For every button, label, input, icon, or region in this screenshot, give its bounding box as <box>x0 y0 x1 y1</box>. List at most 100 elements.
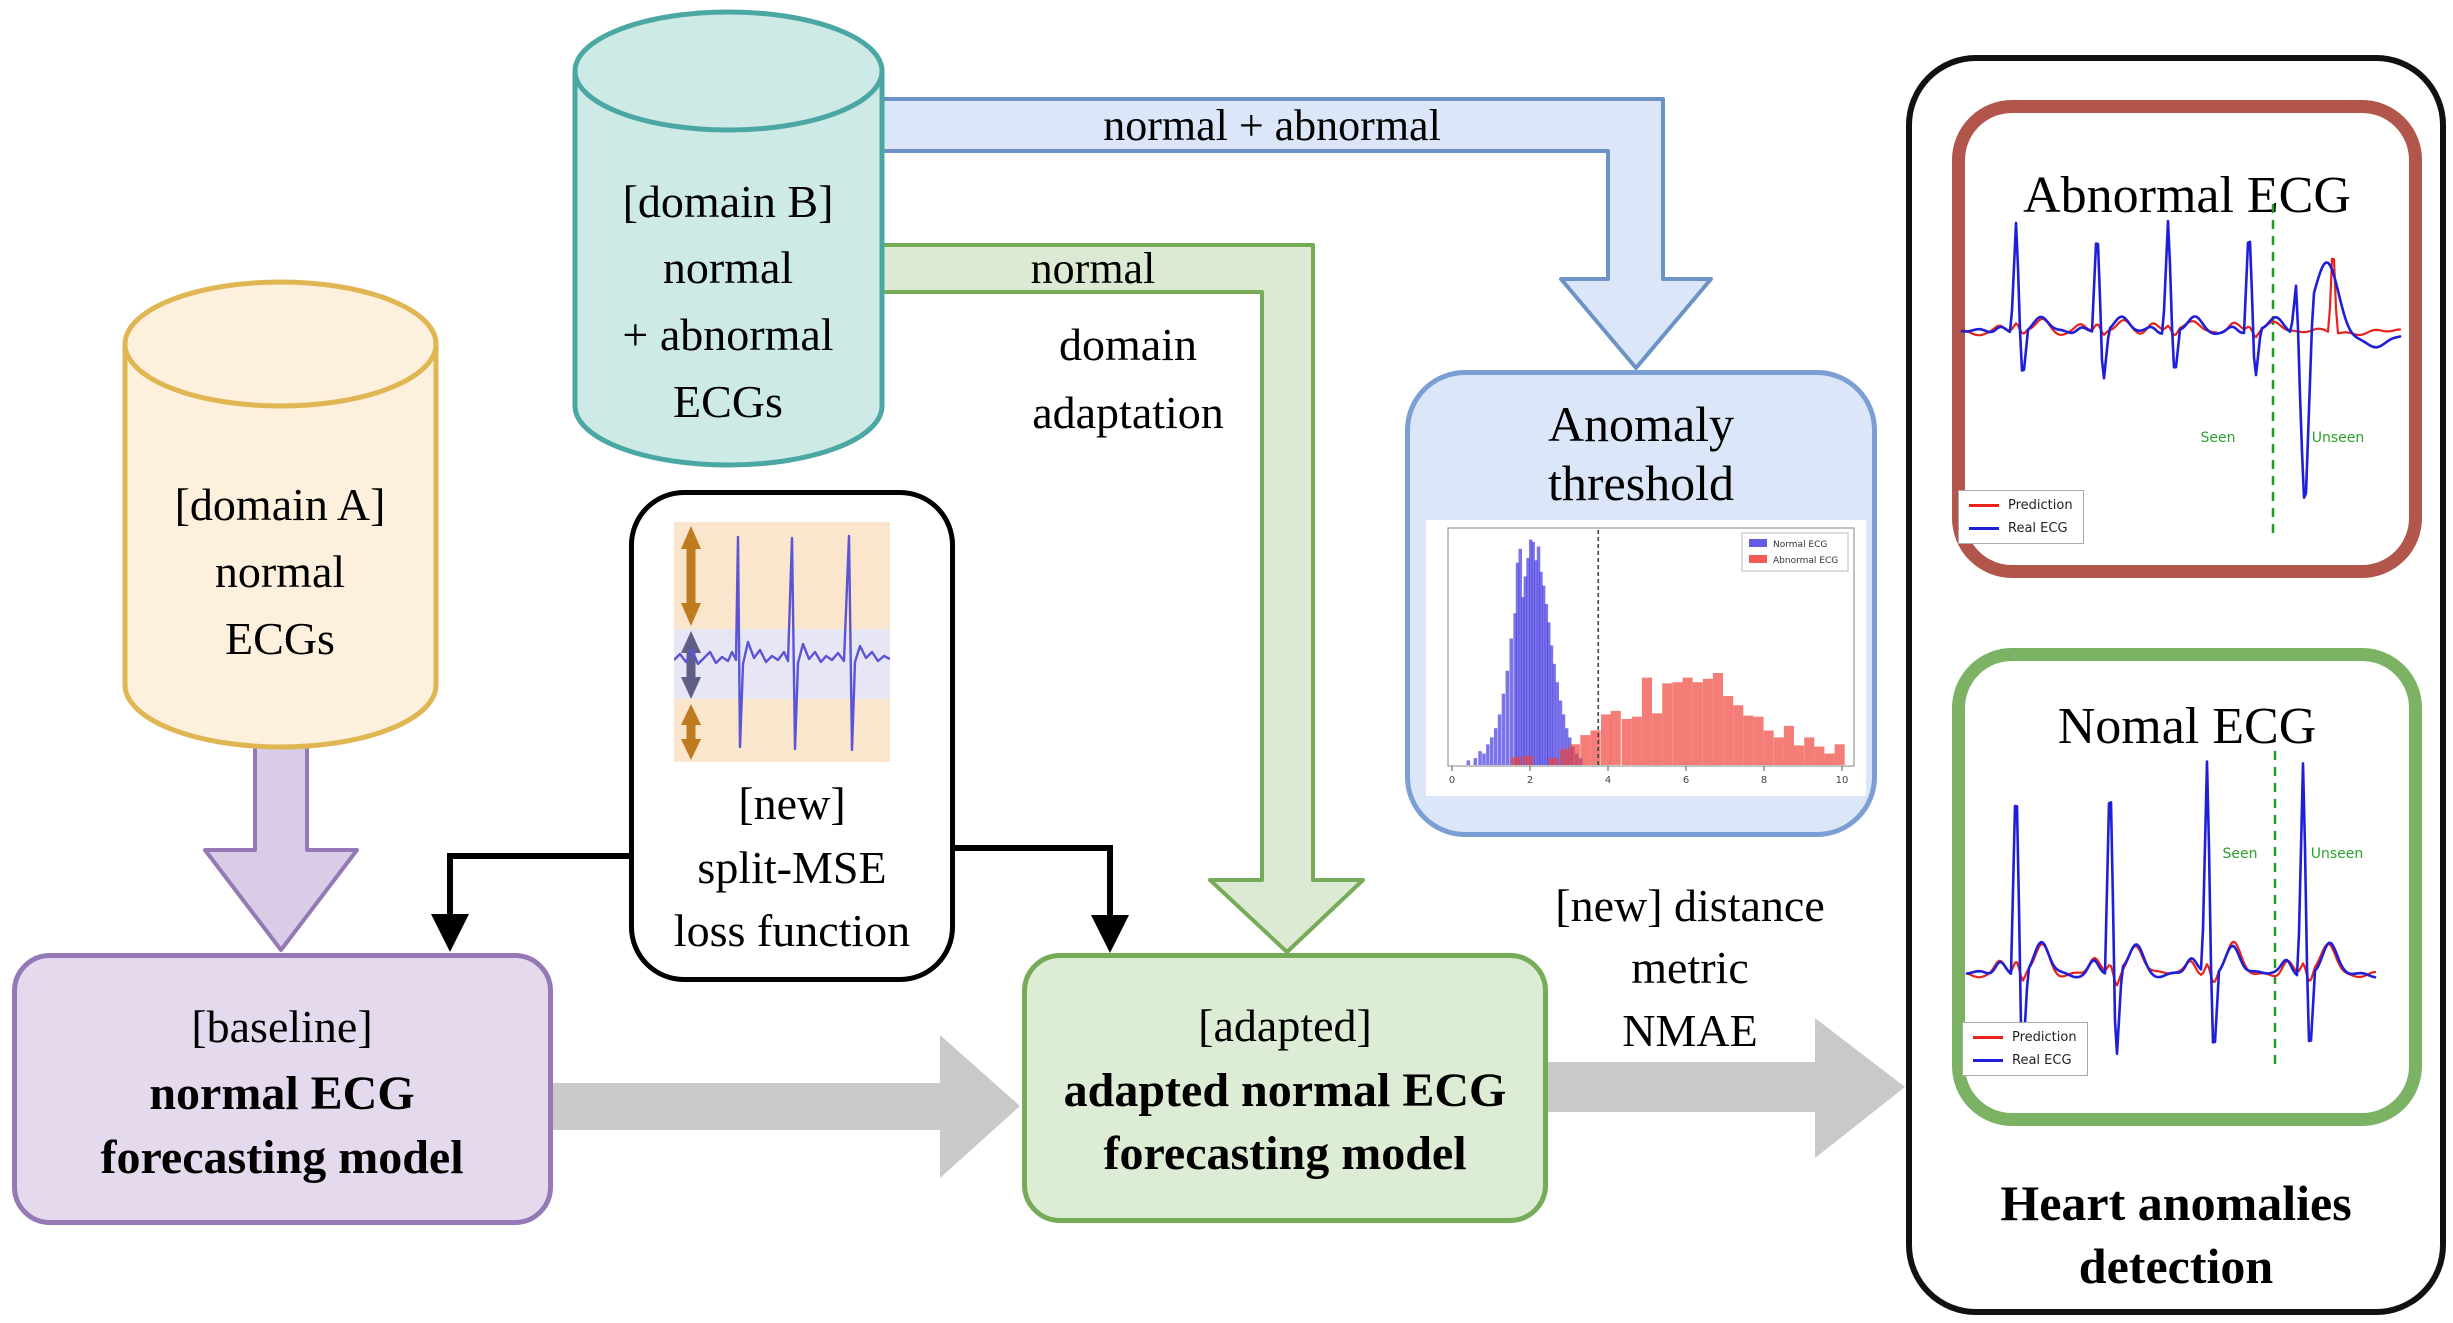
prediction-line-swatch-icon <box>1969 504 1999 507</box>
hist-bar-normal <box>1493 728 1498 765</box>
hist-bar-normal <box>1497 714 1502 765</box>
hist-bar-normal <box>1526 558 1530 765</box>
prediction-trace <box>1960 257 2402 339</box>
hist-x-tick-label: 8 <box>1761 775 1767 786</box>
adapted-title-line2: forecasting model <box>1103 1127 1467 1180</box>
hist-bar-normal <box>1552 663 1556 765</box>
adapted-tag: [adapted] <box>1198 1000 1372 1051</box>
baseline-title-line1: normal ECG <box>149 1067 415 1120</box>
abnormal-panel-title: Abnormal ECG <box>2023 167 2351 224</box>
inset-middle-band <box>674 629 890 699</box>
hist-bar-abnormal <box>1641 677 1652 765</box>
split-mse-left-connector <box>431 853 630 952</box>
hist-legend-box <box>1741 532 1849 572</box>
hist-bar-abnormal <box>1621 719 1632 765</box>
real-ecg-legend-label: Real ECG <box>2008 521 2068 536</box>
hist-bar-abnormal <box>1548 758 1559 765</box>
hist-bar-normal <box>1523 576 1528 765</box>
split-mse-inset-graphic <box>674 522 890 762</box>
label-nmae-line2: metric <box>1631 942 1749 993</box>
normal-ecg-legend: Prediction Real ECG <box>1962 1022 2088 1076</box>
hist-bar-abnormal <box>1773 737 1784 765</box>
hist-bar-abnormal <box>1743 715 1754 765</box>
hist-bar-abnormal <box>1723 696 1734 765</box>
normal-panel-title: Nomal ECG <box>2057 698 2317 755</box>
hist-bar-normal <box>1521 597 1525 765</box>
hist-bar-abnormal <box>1692 682 1703 765</box>
label-nmae-line1: [new] distance <box>1555 880 1825 931</box>
label-nmae-line3: NMAE <box>1622 1005 1758 1056</box>
hist-bar-abnormal <box>1662 683 1673 765</box>
hist-bar-abnormal <box>1590 730 1601 765</box>
hist-bar-abnormal <box>1712 673 1723 765</box>
hist-bar-abnormal <box>1652 713 1663 766</box>
legend-row-prediction: Prediction <box>1969 498 2073 513</box>
real-ecg-line-swatch-icon <box>1969 527 1999 530</box>
green-elbow-arrow <box>880 243 1365 954</box>
domain-b-label-line3: + abnormal <box>622 309 834 360</box>
annotation-seen: Seen <box>2201 430 2236 446</box>
hist-bar-normal <box>1478 751 1482 765</box>
hist-bar-abnormal <box>1569 744 1580 765</box>
real-ecg-trace <box>1960 219 2402 500</box>
hist-bar-normal <box>1509 638 1513 765</box>
hist-bar-abnormal <box>1763 730 1774 765</box>
baseline-tag: [baseline] <box>191 1001 373 1052</box>
gray-arrow-adapted-to-detection <box>1548 1018 1905 1158</box>
hist-bar-normal <box>1486 744 1490 765</box>
hist-bar-normal <box>1518 548 1522 765</box>
purple-down-arrow <box>203 738 359 952</box>
hist-bar-normal <box>1544 604 1549 765</box>
baseline-model-box <box>12 953 553 1225</box>
adapted-title-line1: adapted normal ECG <box>1063 1064 1507 1117</box>
inset-upper-band <box>674 522 890 629</box>
hist-bar-normal <box>1541 585 1546 765</box>
prediction-legend-label: Prediction <box>2008 498 2073 513</box>
split-mse-label-line3: loss function <box>673 905 911 956</box>
hist-bar-abnormal <box>1523 755 1534 765</box>
baseline-title-line2: forecasting model <box>100 1131 464 1184</box>
hist-x-tick-label: 4 <box>1605 775 1611 786</box>
hist-bar-abnormal <box>1580 735 1591 765</box>
hist-x-tick-label: 2 <box>1527 775 1533 786</box>
inset-ecg-trace <box>674 534 890 752</box>
hist-bar-abnormal <box>1814 746 1825 765</box>
hist-bar-abnormal <box>1733 705 1744 765</box>
domain-b-label-line1: [domain B] <box>622 176 834 227</box>
hist-bar-normal <box>1555 682 1559 765</box>
hist-bar-abnormal <box>1794 745 1805 765</box>
hist-bar-normal <box>1558 700 1563 765</box>
lower-range-double-arrow-icon <box>681 704 701 760</box>
adapted-model-box <box>1022 953 1548 1223</box>
hist-legend-label: Normal ECG <box>1773 540 1827 550</box>
hist-bar-normal <box>1505 670 1510 765</box>
hist-bar-abnormal <box>1753 716 1764 765</box>
hist-bar-abnormal <box>1560 748 1571 765</box>
hist-bar-normal <box>1564 728 1569 765</box>
hist-bar-abnormal <box>1783 725 1794 765</box>
hist-bar-normal <box>1549 645 1554 765</box>
annotation-seen: Seen <box>2223 846 2258 862</box>
hist-bar-normal <box>1529 539 1533 765</box>
domain-a-label-line3: ECGs <box>225 613 335 664</box>
hist-axes-frame <box>1447 527 1855 767</box>
hist-bar-normal <box>1473 758 1478 765</box>
abnormal-ecg-legend: Prediction Real ECG <box>1958 490 2084 544</box>
hist-bar-normal <box>1513 613 1517 765</box>
hist-x-tick-label: 0 <box>1449 775 1455 786</box>
hist-bar-normal <box>1547 622 1551 765</box>
domain-b-label-line2: normal <box>662 242 794 293</box>
annotation-unseen: Unseen <box>2311 846 2364 862</box>
real-ecg-trace <box>1965 760 2377 1061</box>
split-mse-right-connector <box>955 845 1129 953</box>
hist-bar-normal <box>1531 541 1535 765</box>
hist-bar-abnormal <box>1834 744 1845 765</box>
inset-lower-band <box>674 699 890 762</box>
hist-legend-swatch-icon <box>1749 539 1767 547</box>
label-normal-plus-abnormal: normal + abnormal <box>1103 101 1441 150</box>
label-domain-adaptation-line1: domain <box>1059 319 1197 370</box>
hist-bar-normal <box>1490 737 1494 765</box>
